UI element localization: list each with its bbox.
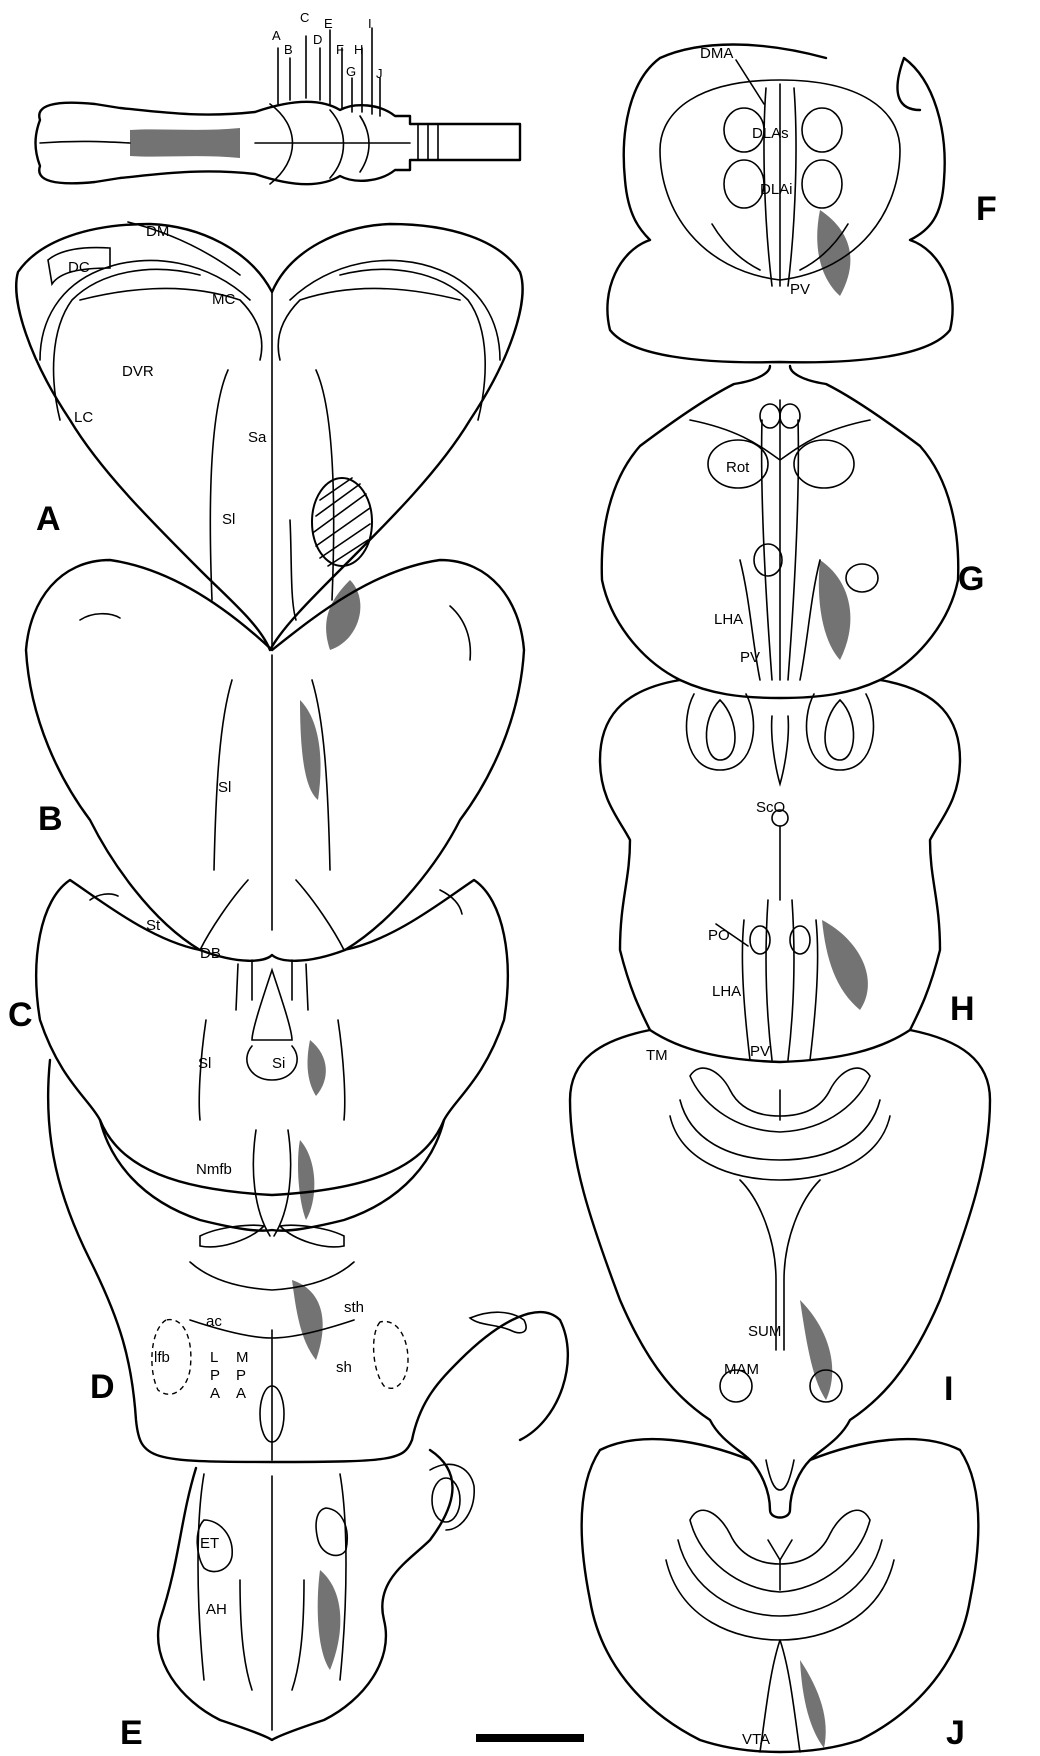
label-lfb: lfb xyxy=(154,1349,170,1366)
label-MPA-A: A xyxy=(236,1385,246,1402)
section-letter-I: I xyxy=(944,1370,953,1408)
label-DB: DB xyxy=(200,945,221,962)
label-Rot: Rot xyxy=(726,459,750,476)
section-letter-E: E xyxy=(120,1714,143,1752)
tick-I: I xyxy=(368,16,372,31)
section-letter-A: A xyxy=(36,500,61,538)
tick-H: H xyxy=(354,42,363,57)
brain-dorsal-view xyxy=(36,102,521,184)
label-sth: sth xyxy=(344,1299,364,1316)
section-E: ET AH E xyxy=(120,1450,474,1752)
section-H: ScO PO LHA PV H xyxy=(600,680,975,1062)
label-DMA: DMA xyxy=(700,45,733,62)
label-Sl-C: Sl xyxy=(198,1055,211,1072)
label-VTA: VTA xyxy=(742,1731,770,1748)
section-I: TM SUM MAM I xyxy=(570,1030,990,1518)
label-ScO: ScO xyxy=(756,799,785,816)
label-TM: TM xyxy=(646,1047,668,1064)
section-letter-J: J xyxy=(946,1714,965,1752)
section-F: DMA DLAs DLAi PV F xyxy=(607,45,996,363)
label-ET: ET xyxy=(200,1535,219,1552)
label-LHA-H: LHA xyxy=(712,983,741,1000)
label-PV-G: PV xyxy=(740,649,760,666)
label-DLAi: DLAi xyxy=(760,181,793,198)
label-MAM: MAM xyxy=(724,1361,759,1378)
section-letter-H: H xyxy=(950,990,975,1028)
label-DC: DC xyxy=(68,259,90,276)
tick-E: E xyxy=(324,16,333,31)
tick-J: J xyxy=(376,66,383,81)
section-letter-C: C xyxy=(8,996,33,1034)
section-letter-G: G xyxy=(958,560,984,598)
tick-F: F xyxy=(336,42,344,57)
label-MPA-P: P xyxy=(236,1367,246,1384)
label-Nmfb: Nmfb xyxy=(196,1161,232,1178)
scale-bar xyxy=(476,1734,584,1742)
label-MPA-M: M xyxy=(236,1349,249,1366)
label-LPA-P: P xyxy=(210,1367,220,1384)
tick-A: A xyxy=(272,28,281,43)
label-LC: LC xyxy=(74,409,93,426)
tick-G: G xyxy=(346,64,356,79)
section-D: ac sth lfb sh L P A M P A D xyxy=(48,1060,568,1462)
section-letter-D: D xyxy=(90,1368,115,1406)
label-PO: PO xyxy=(708,927,730,944)
section-J: VTA J xyxy=(582,1439,979,1752)
label-sh: sh xyxy=(336,1359,352,1376)
label-PV-F: PV xyxy=(790,281,810,298)
label-AH: AH xyxy=(206,1601,227,1618)
label-DLAs: DLAs xyxy=(752,125,789,142)
section-A: DM DC MC DVR LC Sa Sl A xyxy=(16,222,522,650)
label-DM: DM xyxy=(146,223,169,240)
section-letter-F: F xyxy=(976,190,997,228)
section-C-lower: Nmfb xyxy=(100,1120,444,1247)
label-PV-H: PV xyxy=(750,1043,770,1060)
tick-B: B xyxy=(284,42,293,57)
section-letter-B: B xyxy=(38,800,63,838)
label-Si-C: Si xyxy=(272,1055,285,1072)
level-ticks: A B C D E F G H I J xyxy=(272,10,383,116)
label-SUM: SUM xyxy=(748,1323,781,1340)
label-Sl-B: Sl xyxy=(218,779,231,796)
tick-C: C xyxy=(300,10,309,25)
section-G: Rot LHA PV G xyxy=(602,366,985,698)
label-Sl-A: Sl xyxy=(222,511,235,528)
tick-D: D xyxy=(313,32,322,47)
label-Sa: Sa xyxy=(248,429,267,446)
label-DVR: DVR xyxy=(122,363,154,380)
label-LPA-A: A xyxy=(210,1385,220,1402)
label-MC: MC xyxy=(212,291,235,308)
label-ac: ac xyxy=(206,1313,222,1330)
label-LHA-G: LHA xyxy=(714,611,743,628)
label-LPA-L: L xyxy=(210,1349,218,1366)
